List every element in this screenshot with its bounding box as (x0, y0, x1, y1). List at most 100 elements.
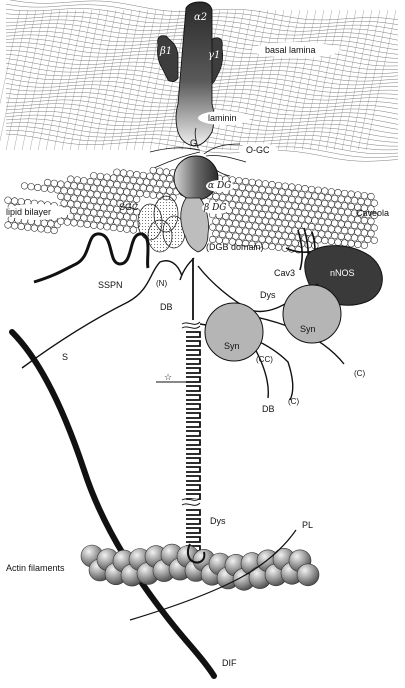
label-pl: PL (302, 520, 313, 530)
lipid-head (341, 203, 348, 210)
lipid-head (143, 191, 150, 198)
lipid-head (87, 215, 94, 222)
lipid-head (335, 214, 342, 221)
lamina-fibre-diagonal (230, 10, 260, 150)
lipid-head (25, 224, 32, 231)
lipid-head (269, 243, 276, 250)
lipid-head (223, 213, 230, 220)
label-syn-right: Syn (300, 324, 316, 334)
lipid-head (236, 202, 243, 209)
lipid-head (130, 214, 137, 221)
lipid-head (107, 218, 114, 225)
lipid-head (150, 167, 157, 174)
syntrophin-right (283, 285, 341, 343)
label-syn-left: Syn (224, 341, 240, 351)
lipid-head (107, 181, 114, 188)
label-cav3: Cav3 (274, 268, 295, 278)
lipid-head (252, 198, 259, 205)
lipid-head (361, 192, 368, 199)
lipid-head (74, 214, 81, 221)
lipid-head (279, 226, 286, 233)
label-cc: (CC) (256, 355, 273, 364)
lamina-fibre-diagonal (134, 10, 164, 150)
lipid-head (348, 240, 355, 247)
lipid-head (219, 219, 226, 226)
lipid-head (246, 222, 253, 229)
lipid-head (285, 202, 292, 209)
lipid-head (133, 184, 140, 191)
lipid-head (219, 231, 226, 238)
laminin (158, 2, 223, 146)
lipid-head (262, 193, 269, 200)
lipid-head (127, 183, 134, 190)
lipid-head (41, 185, 48, 192)
lipid-head (269, 206, 276, 213)
lipid-head (328, 189, 335, 196)
lipid-head (64, 194, 71, 201)
lamina-fibre-diagonal (62, 10, 92, 150)
label-caveola: Caveola (356, 208, 389, 218)
laminin-alpha2-shaft (176, 2, 214, 146)
lipid-head (104, 211, 111, 218)
label-sspn: SSPN (98, 280, 123, 290)
lipid-head (130, 190, 137, 197)
lipid-head (104, 199, 111, 206)
lipid-head (265, 200, 272, 207)
lipid-head (94, 191, 101, 198)
lipid-head (255, 205, 262, 212)
lipid-head (282, 195, 289, 202)
lipid-head (110, 200, 117, 207)
label-db-lower: DB (262, 404, 275, 414)
label-s: S (62, 352, 68, 362)
label-dif: DIF (222, 658, 237, 668)
lipid-head (48, 221, 55, 228)
label-c-right: (C) (354, 369, 365, 378)
lipid-head (163, 181, 170, 188)
lamina-fibre-diagonal (0, 10, 20, 150)
lipid-head (371, 237, 378, 244)
lipid-head (335, 227, 342, 234)
lipid-head (74, 201, 81, 208)
lipid-head (285, 190, 292, 197)
lipid-head (308, 223, 315, 230)
lipid-head (91, 222, 98, 229)
lipid-head (143, 179, 150, 186)
lipid-head (298, 204, 305, 211)
lipid-head (100, 217, 107, 224)
lipid-head (107, 205, 114, 212)
sarcoglycan-complex (138, 196, 185, 252)
lipid-head (18, 223, 25, 230)
lipid-head (5, 197, 12, 204)
label-actin-filaments: Actin filaments (6, 563, 65, 573)
lipid-head (308, 199, 315, 206)
lipid-head (364, 199, 371, 206)
lipid-head (322, 237, 329, 244)
lipid-head (355, 192, 362, 199)
lipid-head (292, 203, 299, 210)
lipid-head (279, 214, 286, 221)
lipid-head (64, 182, 71, 189)
lipid-head (345, 234, 352, 241)
lipid-head (239, 196, 246, 203)
lipid-head (219, 194, 226, 201)
lipid-head (153, 186, 160, 193)
lamina-fibre-diagonal (334, 10, 364, 150)
lipid-head (322, 213, 329, 220)
lipid-head (232, 220, 239, 227)
lipid-head (31, 225, 38, 232)
lamina-fibre-diagonal (126, 10, 156, 150)
lipid-head (269, 219, 276, 226)
lipid-head (259, 186, 266, 193)
lipid-head (124, 214, 131, 221)
lipid-head (117, 188, 124, 195)
lipid-head (137, 178, 144, 185)
lipid-head (262, 230, 269, 237)
lipid-head (331, 220, 338, 227)
lipid-head (265, 224, 272, 231)
lipid-head (371, 225, 378, 232)
lipid-head (298, 216, 305, 223)
lipid-head (255, 217, 262, 224)
lipid-head (295, 222, 302, 229)
lipid-head (298, 191, 305, 198)
lipid-head (91, 210, 98, 217)
